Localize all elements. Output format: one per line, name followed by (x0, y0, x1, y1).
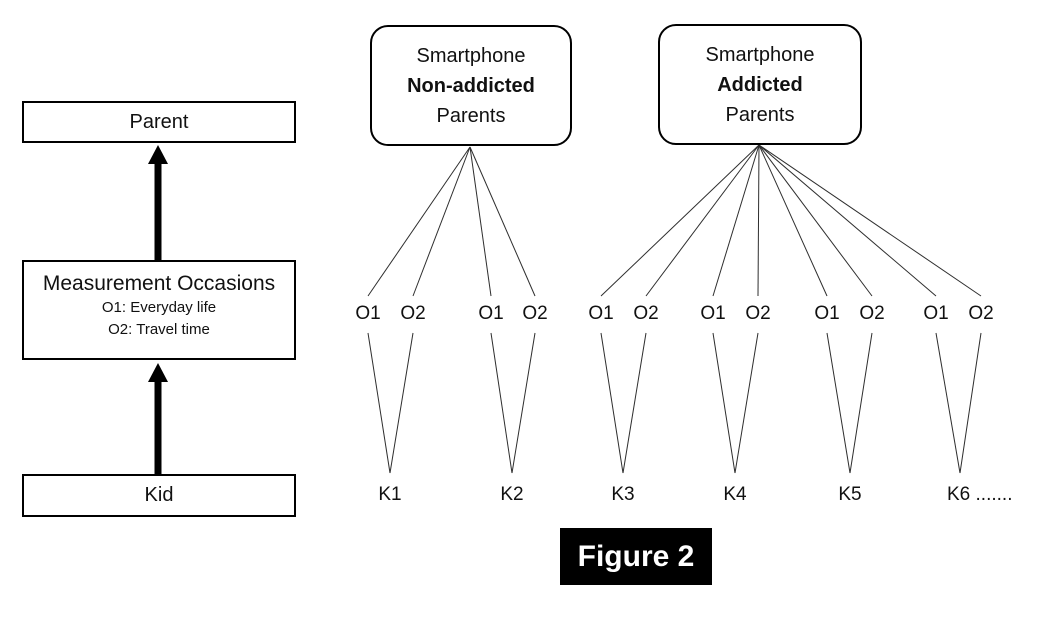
occasion-label-o2: O2 (400, 303, 426, 324)
connector-line (758, 144, 982, 297)
connector-line (511, 332, 536, 474)
group-title-line: Parents (725, 103, 795, 126)
occasion-label-o2: O2 (633, 303, 659, 324)
connector-line (622, 332, 647, 474)
kid-box: Kid (22, 474, 296, 517)
group-title-line: Parents (436, 104, 506, 127)
kid-label: K3 (611, 484, 635, 505)
parent-box-label: Parent (129, 110, 189, 133)
occasion-label-o1: O1 (478, 303, 504, 324)
connector-line (758, 144, 937, 297)
measurement-occasions-title: Measurement Occasions (42, 272, 276, 295)
connector-line (935, 332, 961, 474)
connector-line (959, 332, 982, 474)
connector-line (712, 144, 760, 297)
figure-caption: Figure 2 (560, 528, 712, 585)
connector-line (757, 144, 760, 297)
occasion-label-o1: O1 (700, 303, 726, 324)
occasion-label-o2: O2 (745, 303, 771, 324)
group-title-line: Addicted (717, 73, 803, 96)
kid-label: K4 (723, 484, 747, 505)
figure-caption-label: Figure 2 (577, 539, 695, 573)
occasion-label-o1: O1 (814, 303, 840, 324)
connector-line (412, 146, 471, 297)
kid-box-label: Kid (144, 484, 174, 506)
occasion-label-o1: O1 (923, 303, 949, 324)
connector-line (367, 332, 391, 474)
occasion-label-o1: O1 (588, 303, 614, 324)
connector-line (367, 146, 471, 297)
occasion-label-o1: O1 (355, 303, 381, 324)
measurement-occasions-box: Measurement Occasions O1: Everyday life … (22, 260, 296, 360)
group-box-non-addicted-parents: Smartphone Non-addicted Parents (370, 25, 572, 146)
group-title-line: Smartphone (705, 43, 815, 66)
connector-line (758, 144, 873, 297)
connector-line (469, 146, 492, 297)
connector-line (469, 146, 536, 297)
connector-line (826, 332, 851, 474)
connector-line (490, 332, 513, 474)
up-arrow (148, 145, 168, 260)
connector-line (645, 144, 760, 297)
connector-line (758, 144, 828, 297)
connector-line (734, 332, 759, 474)
connector-line (389, 332, 414, 474)
group-box-addicted-parents: Smartphone Addicted Parents (658, 24, 862, 145)
parent-box: Parent (22, 101, 296, 143)
connector-line (712, 332, 736, 474)
connector-line (600, 144, 760, 297)
occasion-label-o2: O2 (968, 303, 994, 324)
occasion-label-o2: O2 (859, 303, 885, 324)
group-title-line: Non-addicted (407, 74, 535, 97)
group-title-line: Smartphone (416, 44, 526, 67)
kid-label: K6 ....... (947, 484, 1013, 505)
occasion-definition-o2: O2: Travel time (108, 321, 210, 338)
kid-label: K1 (378, 484, 402, 505)
kid-label: K5 (838, 484, 862, 505)
connector-line (600, 332, 624, 474)
occasion-label-o2: O2 (522, 303, 548, 324)
kid-label: K2 (500, 484, 524, 505)
up-arrow (148, 363, 168, 474)
occasion-definition-o1: O1: Everyday life (101, 299, 217, 316)
connector-line (849, 332, 873, 474)
